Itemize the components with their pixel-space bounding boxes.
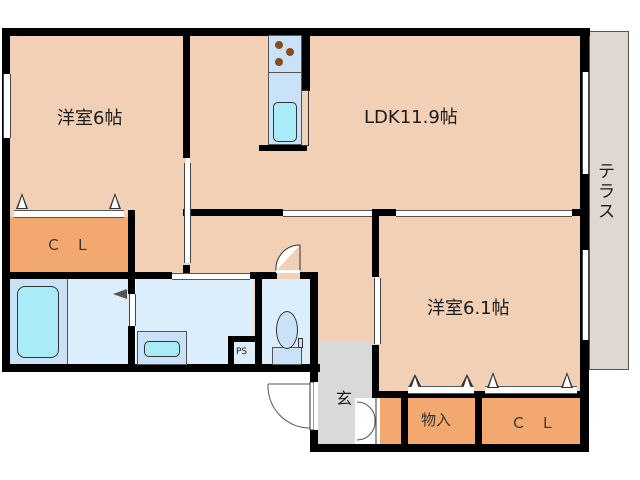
toilet-icon (276, 311, 298, 349)
burner-icon (275, 41, 283, 49)
door-marker-icon (109, 193, 121, 209)
sliding-door[interactable] (184, 163, 191, 263)
bathtub-icon (17, 286, 59, 358)
window (582, 72, 589, 174)
wall (2, 364, 320, 372)
pipe-space (234, 342, 255, 364)
terrace-label: テラス (598, 162, 615, 222)
washbasin-icon (144, 341, 180, 357)
wall (128, 272, 135, 294)
door-marker-icon (113, 289, 127, 299)
wall (2, 272, 172, 279)
wall (310, 272, 318, 382)
bath-door[interactable] (129, 294, 136, 326)
wall (310, 430, 318, 452)
wall (580, 28, 589, 452)
toilet-paper-icon (298, 338, 303, 348)
door-marker-icon (487, 372, 499, 388)
bedroom-east-label: 洋室6.1帖 (427, 298, 510, 319)
bedroom-west-label: 洋室6帖 (57, 108, 123, 129)
window (582, 250, 589, 340)
wall (228, 336, 234, 370)
kitchen-partition (302, 90, 309, 146)
wall (475, 391, 482, 449)
closet-door[interactable] (485, 386, 577, 394)
door-marker-icon (561, 372, 573, 388)
ldk-label: LDK11.9帖 (364, 107, 458, 128)
wall (255, 272, 262, 370)
wall (128, 210, 135, 275)
wall (183, 209, 283, 216)
wall (259, 145, 307, 151)
wall (310, 444, 589, 452)
wall (372, 209, 396, 216)
sliding-door[interactable] (374, 278, 381, 344)
closet-west (8, 217, 130, 273)
shoe-cabinet-doors-icon[interactable] (355, 398, 379, 444)
wall (572, 209, 582, 216)
front-door-icon[interactable] (266, 382, 314, 432)
wall (2, 28, 10, 370)
toilet-door-icon[interactable] (274, 243, 304, 275)
storage (407, 398, 475, 444)
storage-door[interactable] (408, 386, 474, 394)
wall (183, 265, 190, 275)
storage-label: 物入 (421, 411, 452, 429)
wall (128, 326, 135, 370)
wall (183, 28, 190, 158)
door-marker-icon (409, 374, 421, 389)
pipe-space-label: PS (236, 347, 248, 357)
entrance-label: 玄 (336, 389, 353, 408)
sliding-door[interactable] (396, 210, 572, 217)
terrace (589, 31, 629, 370)
window (3, 74, 11, 138)
door-marker-icon (16, 193, 28, 209)
wall (302, 35, 310, 91)
toilet-tank (272, 347, 302, 365)
wall (228, 336, 258, 342)
ldk (190, 35, 582, 213)
bedroom-east (378, 216, 582, 392)
closet-east (482, 398, 582, 444)
sink-icon (273, 102, 297, 142)
door-marker-icon (461, 374, 473, 389)
stove (268, 35, 302, 73)
wall (401, 391, 408, 449)
wall (372, 209, 379, 277)
closet-west-label: ＣＬ (46, 236, 105, 254)
wall (2, 28, 590, 36)
sliding-door[interactable] (283, 210, 372, 217)
burner-icon (275, 58, 283, 66)
closet-east-label: ＣＬ (511, 414, 570, 432)
closet-door[interactable] (14, 210, 124, 218)
closet-entrance (380, 398, 402, 444)
wall (300, 272, 318, 279)
burner-icon (286, 48, 294, 56)
sliding-door[interactable] (172, 273, 250, 280)
wall (250, 272, 277, 279)
